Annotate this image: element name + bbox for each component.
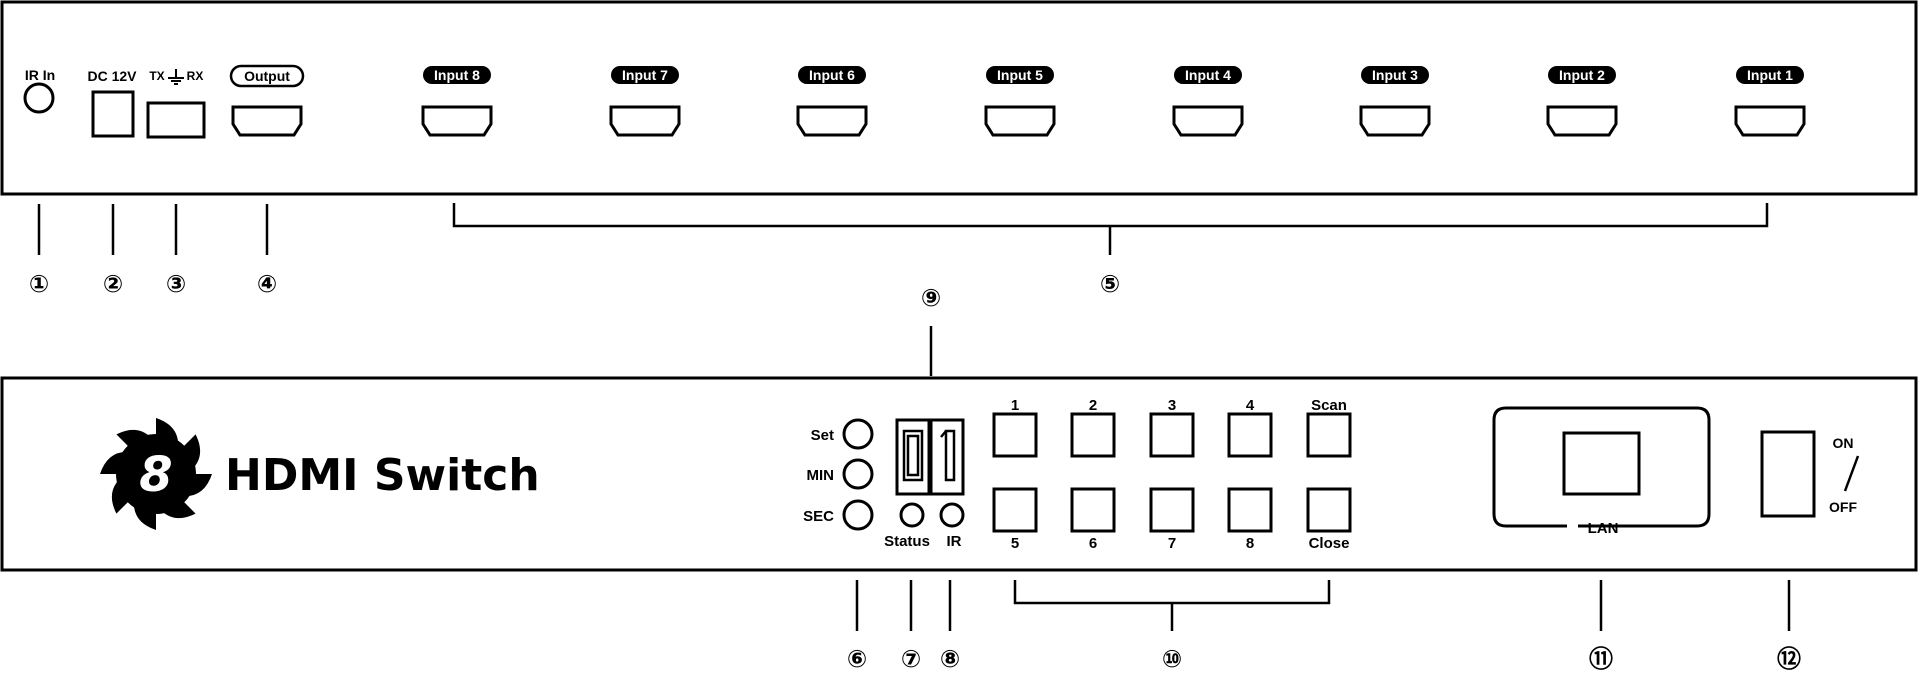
ir-in-label: IR In	[25, 67, 55, 83]
callout-11: ⑪	[1589, 645, 1613, 673]
callout-2: ②	[103, 270, 123, 298]
on-label: ON	[1833, 435, 1854, 451]
rs232-terminal	[146, 101, 206, 139]
ground-icon	[168, 69, 184, 85]
status-label: Status	[884, 533, 930, 550]
input-label-pill	[798, 66, 866, 84]
lan-label: LAN	[1588, 520, 1619, 537]
input-label: Input 3	[1372, 67, 1418, 83]
button-top-label: Scan	[1311, 397, 1347, 414]
button-bottom-label: 5	[1011, 535, 1019, 552]
dc-label: DC 12V	[87, 68, 137, 84]
panel-button-bottom[interactable]	[1149, 487, 1195, 533]
panel-button-top[interactable]	[1306, 412, 1352, 458]
hdmi-input-port	[796, 105, 868, 137]
inputs-bracket	[452, 203, 1769, 228]
button-bottom-label: Close	[1309, 535, 1350, 552]
output-label: Output	[244, 68, 290, 84]
ir-sensor	[939, 502, 965, 528]
brand-logo-icon: 8	[100, 418, 212, 530]
panel-button-top[interactable]	[992, 412, 1038, 458]
hdmi-input-port	[421, 105, 493, 137]
input-button-grid: 1 2 3 4 Scan 5 6 7 8 Close	[992, 397, 1352, 552]
min-label: MIN	[807, 467, 835, 484]
off-label: OFF	[1829, 499, 1857, 515]
hdmi-inputs: Input 8 Input 7 Input 6 Input 5 Input 4 Input…	[421, 66, 1806, 137]
input-label: Input 6	[809, 67, 855, 83]
hdmi-input-port	[1359, 105, 1431, 137]
panel-button-bottom[interactable]	[1306, 487, 1352, 533]
button-top-label: 3	[1168, 397, 1176, 414]
callout-8: ⑧	[940, 645, 960, 673]
sec-button[interactable]	[842, 499, 874, 531]
input-label-pill	[611, 66, 679, 84]
buttons-bracket	[1013, 580, 1331, 605]
sec-label: SEC	[803, 508, 834, 525]
input-label-pill	[1736, 66, 1804, 84]
callout-12: ⑫	[1777, 645, 1801, 673]
input-label-pill	[1361, 66, 1429, 84]
set-button[interactable]	[842, 418, 874, 450]
panel-button-top[interactable]	[1070, 412, 1116, 458]
input-label: Input 8	[434, 67, 480, 83]
button-bottom-label: 8	[1246, 535, 1254, 552]
hdmi-input-port	[1172, 105, 1244, 137]
hdmi-output-port	[231, 105, 303, 137]
input-label: Input 4	[1185, 67, 1231, 83]
callout-10: ⑩	[1162, 645, 1182, 673]
callout-9: ⑨	[921, 284, 941, 312]
hdmi-input-port	[1546, 105, 1618, 137]
set-label: Set	[811, 427, 834, 444]
input-label: Input 1	[1747, 67, 1793, 83]
power-switch[interactable]	[1760, 430, 1816, 518]
front-panel	[0, 376, 1918, 572]
button-bottom-label: 6	[1089, 535, 1097, 552]
output-label-pill	[229, 64, 305, 88]
panel-button-bottom[interactable]	[1227, 487, 1273, 533]
input-label-pill	[986, 66, 1054, 84]
input-label: Input 2	[1559, 67, 1605, 83]
rs232-rx-label: RX	[187, 69, 204, 83]
input-label-pill	[423, 66, 491, 84]
hdmi-input-port	[609, 105, 681, 137]
input-label: Input 5	[997, 67, 1043, 83]
lan-window	[1492, 406, 1711, 528]
callout-3: ③	[166, 270, 186, 298]
callout-6: ⑥	[847, 645, 867, 673]
input-label-pill	[1548, 66, 1616, 84]
display-left-frame	[895, 418, 931, 496]
button-bottom-label: 7	[1168, 535, 1176, 552]
ir-label: IR	[947, 533, 962, 550]
on-off-slash	[1843, 455, 1860, 492]
callout-1: ①	[29, 270, 49, 298]
hdmi-input-port	[1734, 105, 1806, 137]
panel-button-top[interactable]	[1227, 412, 1273, 458]
panel-button-bottom[interactable]	[992, 487, 1038, 533]
input-label-pill	[1174, 66, 1242, 84]
min-button[interactable]	[842, 458, 874, 490]
brand-title: HDMI Switch	[225, 450, 540, 501]
button-top-label: 1	[1011, 397, 1019, 414]
dc-power-jack	[91, 90, 135, 138]
ir-in-jack	[23, 82, 55, 114]
button-top-label: 4	[1246, 397, 1255, 414]
button-top-label: 2	[1089, 397, 1097, 414]
input-label: Input 7	[622, 67, 668, 83]
callout-7: ⑦	[901, 645, 921, 673]
lan-port[interactable]	[1562, 431, 1641, 496]
display-right-frame	[929, 418, 965, 496]
callout-4: ④	[257, 270, 277, 298]
hdmi-input-port	[984, 105, 1056, 137]
seven-segment-display	[902, 429, 956, 482]
panel-button-top[interactable]	[1149, 412, 1195, 458]
rear-panel	[0, 0, 1918, 196]
logo-digit: 8	[139, 447, 172, 503]
panel-button-bottom[interactable]	[1070, 487, 1116, 533]
callout-5: ⑤	[1100, 270, 1120, 298]
rs232-tx-label: TX	[149, 69, 164, 83]
status-led	[899, 502, 925, 528]
